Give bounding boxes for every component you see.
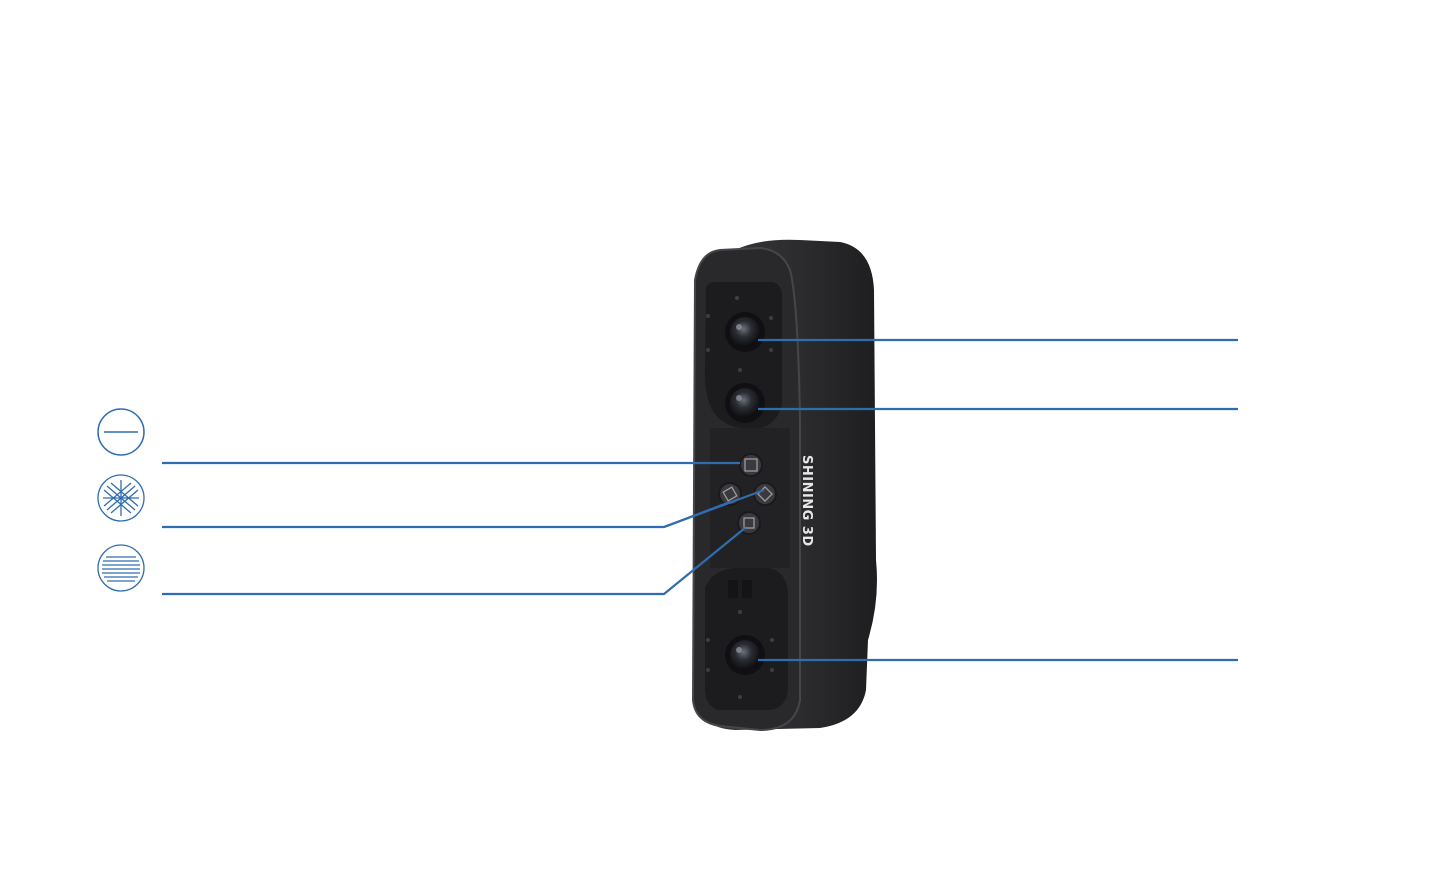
button-top[interactable] <box>739 453 763 477</box>
scanner-device: SHINING 3D <box>691 239 877 732</box>
brand-logo-text: SHINING 3D <box>799 455 814 547</box>
right-callout-lines <box>758 338 1238 662</box>
callout-line-side-buttons <box>162 500 731 529</box>
left-callout-lines <box>162 461 765 596</box>
cross-lines-icon <box>97 474 145 522</box>
top-camera-lens <box>725 312 765 352</box>
parallel-lines-icon <box>97 544 145 592</box>
top-camera-panel <box>704 282 782 428</box>
projector-windows <box>728 580 752 598</box>
middle-camera-lens <box>725 383 765 423</box>
button-glyphs <box>722 458 773 529</box>
sensor-dots <box>706 295 774 699</box>
bottom-camera-lens <box>725 635 765 675</box>
callout-line-bottom-button <box>162 527 746 596</box>
callout-line-side-buttons-branch <box>663 488 765 529</box>
single-line-icon <box>97 408 145 456</box>
